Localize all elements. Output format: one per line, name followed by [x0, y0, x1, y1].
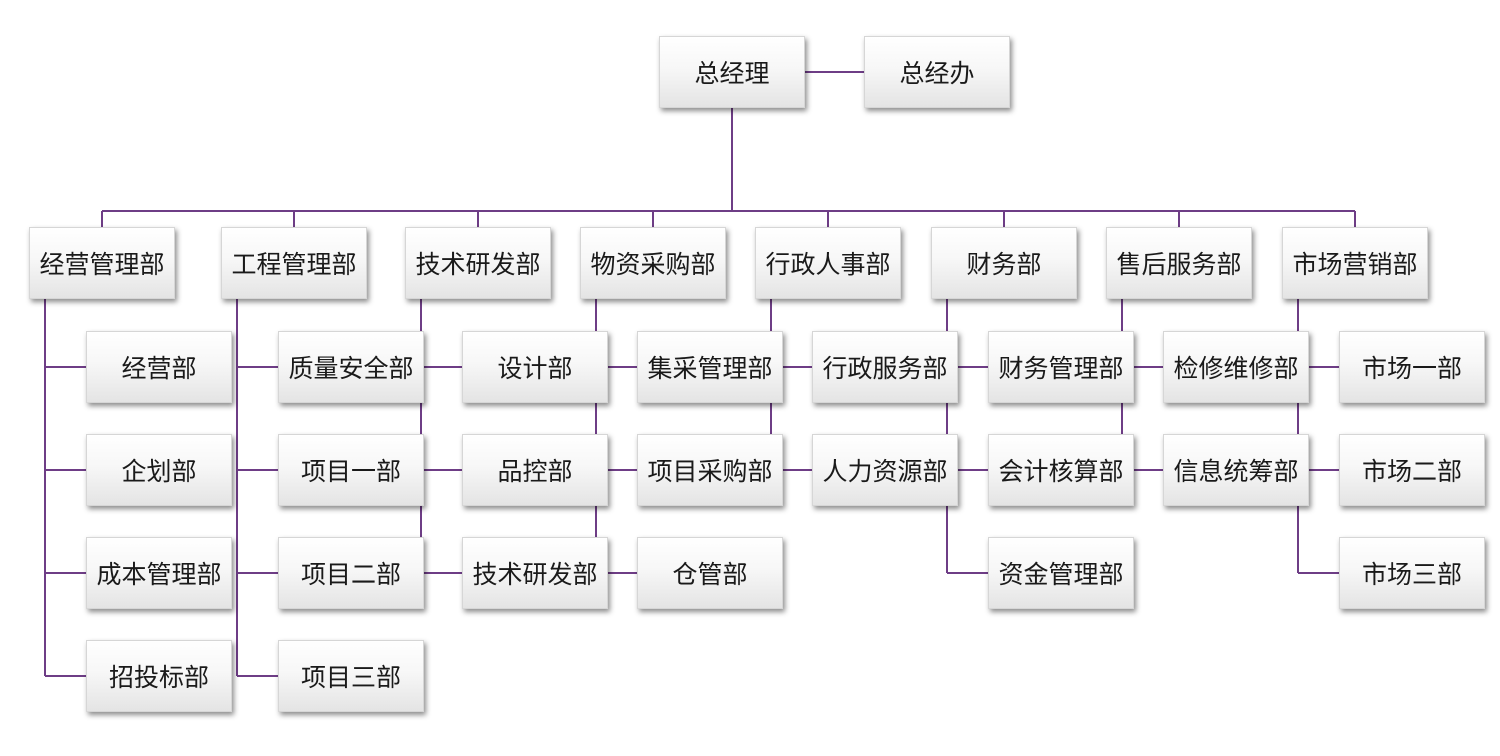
sub-department-node: 品控部	[462, 434, 608, 506]
sub-department-node: 会计核算部	[988, 434, 1134, 506]
department-node: 技术研发部	[405, 227, 551, 299]
sub-department-node: 资金管理部	[988, 537, 1134, 609]
sub-department-node: 仓管部	[637, 537, 783, 609]
sub-department-node: 项目三部	[278, 640, 424, 712]
sub-department-node: 项目一部	[278, 434, 424, 506]
sub-department-node: 行政服务部	[812, 331, 958, 403]
node-general-manager: 总经理	[659, 36, 805, 108]
sub-department-node: 市场三部	[1339, 537, 1485, 609]
sub-department-node: 检修维修部	[1163, 331, 1309, 403]
sub-department-node: 项目采购部	[637, 434, 783, 506]
sub-department-node: 市场一部	[1339, 331, 1485, 403]
department-node: 市场营销部	[1282, 227, 1428, 299]
department-node: 财务部	[931, 227, 1077, 299]
sub-department-node: 经营部	[86, 331, 232, 403]
department-node: 物资采购部	[580, 227, 726, 299]
sub-department-node: 企划部	[86, 434, 232, 506]
sub-department-node: 人力资源部	[812, 434, 958, 506]
sub-department-node: 市场二部	[1339, 434, 1485, 506]
department-node: 经营管理部	[29, 227, 175, 299]
sub-department-node: 财务管理部	[988, 331, 1134, 403]
sub-department-node: 成本管理部	[86, 537, 232, 609]
sub-department-node: 质量安全部	[278, 331, 424, 403]
department-node: 工程管理部	[221, 227, 367, 299]
sub-department-node: 招投标部	[86, 640, 232, 712]
sub-department-node: 技术研发部	[462, 537, 608, 609]
sub-department-node: 集采管理部	[637, 331, 783, 403]
node-general-office: 总经办	[864, 36, 1010, 108]
department-node: 行政人事部	[755, 227, 901, 299]
sub-department-node: 设计部	[462, 331, 608, 403]
sub-department-node: 项目二部	[278, 537, 424, 609]
department-node: 售后服务部	[1106, 227, 1252, 299]
sub-department-node: 信息统筹部	[1163, 434, 1309, 506]
